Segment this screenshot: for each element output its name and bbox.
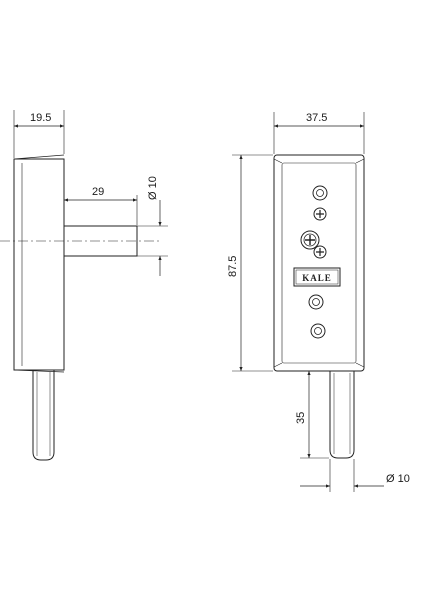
kale-logo-text: KALE (302, 273, 332, 283)
side-view (0, 110, 168, 461)
front-plate-outline (273, 154, 365, 372)
front-shaft-length-label: 35 (295, 412, 307, 424)
screw-upper-icon (313, 207, 327, 221)
front-holes (300, 185, 328, 339)
front-bottom-pin (329, 371, 355, 459)
front-diameter-label: Ø 10 (386, 473, 410, 485)
side-width-label: 19.5 (30, 112, 51, 124)
hole-bottom-icon (310, 323, 326, 339)
hole-mid-icon (308, 294, 324, 310)
side-bottom-pin (32, 370, 55, 461)
kale-logo (293, 267, 341, 287)
front-width-label: 37.5 (306, 112, 327, 124)
front-dimensions (232, 112, 384, 492)
front-view (273, 154, 365, 459)
side-shaft-length-label: 29 (92, 186, 104, 198)
screw-lower-icon (313, 245, 327, 259)
hole-top-icon (312, 185, 328, 201)
front-height-label: 87.5 (227, 256, 239, 277)
side-plate-outline (13, 158, 65, 371)
side-diameter-label: Ø 10 (147, 176, 159, 200)
center-screw-icon (300, 230, 320, 250)
